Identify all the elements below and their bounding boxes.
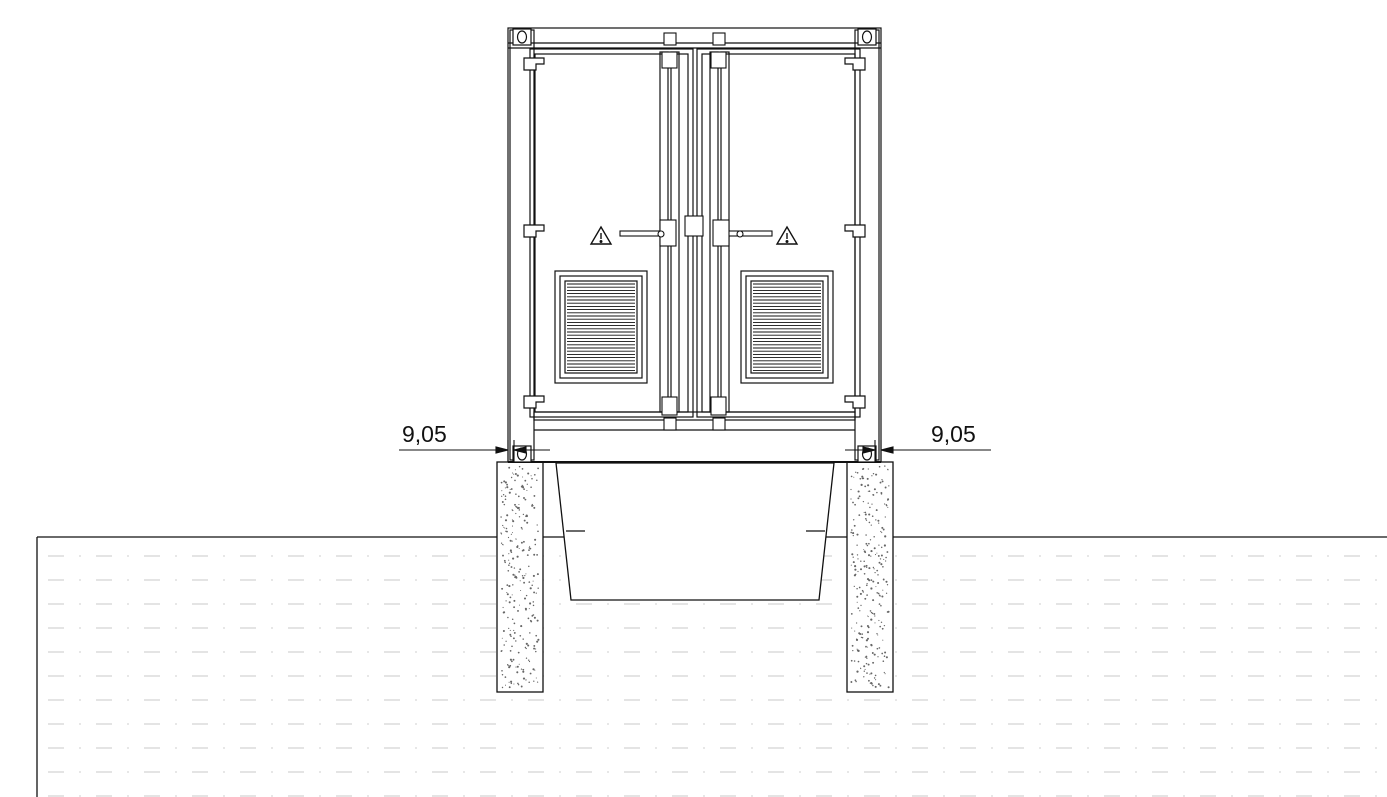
concrete-pier-right (846, 461, 894, 693)
dimension-left: 9,05 (399, 421, 550, 462)
dimension-right: 9,05 (845, 421, 991, 462)
concrete-pier-left (496, 461, 544, 693)
ground-hatch (48, 555, 1377, 797)
warning-triangle-icon (775, 225, 799, 245)
warning-triangle-icon (589, 225, 613, 245)
foundation-pit (555, 462, 835, 601)
louvre-vent-icon (740, 270, 834, 384)
container-frame (507, 27, 882, 463)
door-hinges (523, 57, 866, 409)
dimension-label-left: 9,05 (402, 421, 447, 447)
dimension-label-right: 9,05 (931, 421, 976, 447)
padlock-icon (684, 215, 704, 237)
louvre-vent-icon (554, 270, 648, 384)
lock-keepers (661, 32, 727, 431)
door-handles (619, 215, 773, 247)
